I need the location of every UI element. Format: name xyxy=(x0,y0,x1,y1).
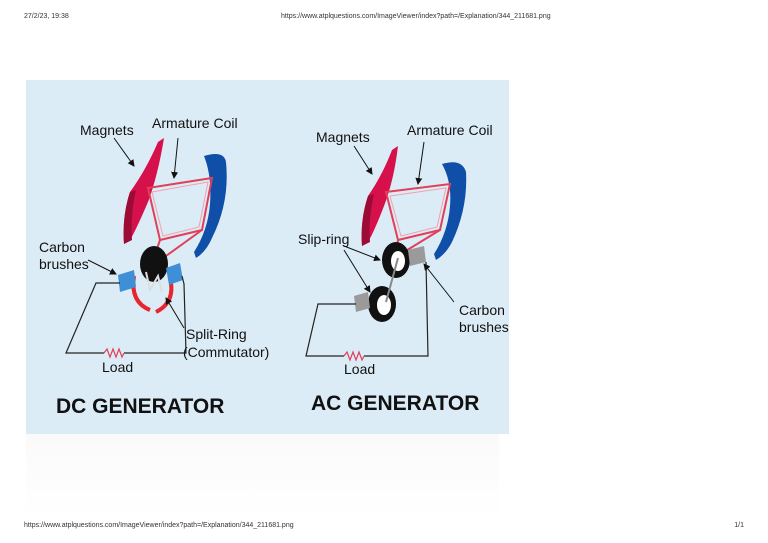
dc-circuit xyxy=(65,275,187,354)
dc-magnet-blue xyxy=(194,154,227,258)
dc-carbon-label-2: brushes xyxy=(39,256,89,272)
dc-carbon-brush-left xyxy=(118,270,136,292)
ac-carbon-brush-upper xyxy=(408,246,426,266)
print-header-url: https://www.atplquestions.com/ImageViewe… xyxy=(281,13,551,20)
dc-title: DC GENERATOR xyxy=(56,395,224,418)
ac-carbon-label-1: Carbon xyxy=(459,302,505,318)
dc-armature-label: Armature Coil xyxy=(152,115,238,131)
dc-magnets-label: Magnets xyxy=(80,122,134,138)
dc-magnet-red-edge xyxy=(123,190,136,244)
ac-circuit xyxy=(305,261,429,357)
ac-load-label: Load xyxy=(344,361,375,377)
ac-magnet-blue xyxy=(434,162,467,260)
ac-carbon-label-2: brushes xyxy=(459,319,509,335)
ac-magnet-red xyxy=(361,146,398,246)
generator-diagram: Magnets Armature Coil Carbon brushes Spl… xyxy=(26,80,509,434)
print-page-number: 1/1 xyxy=(734,522,744,529)
ac-carbon-brush-lower xyxy=(354,292,370,312)
ac-title: AC GENERATOR xyxy=(311,392,479,415)
dc-carbon-label-1: Carbon xyxy=(39,239,85,255)
dc-commutator-body xyxy=(140,246,168,282)
dc-split-label-2: (Commutator) xyxy=(183,344,269,360)
ac-armature-label: Armature Coil xyxy=(407,122,493,138)
dc-carbon-brush-right xyxy=(166,263,183,285)
dc-split-label-1: Split-Ring xyxy=(186,326,247,342)
ac-slip-label: Slip-ring xyxy=(298,231,349,247)
dc-load-label: Load xyxy=(102,359,133,375)
dc-load-resistor xyxy=(103,347,125,359)
figure-shadow xyxy=(26,434,499,518)
dc-magnet-red xyxy=(123,138,164,244)
print-datetime: 27/2/23, 19:38 xyxy=(24,13,69,20)
ac-load-resistor xyxy=(343,350,365,362)
ac-magnets-label: Magnets xyxy=(316,129,370,145)
print-footer-url: https://www.atplquestions.com/ImageViewe… xyxy=(24,522,294,529)
dc-generator: Magnets Armature Coil Carbon brushes Spl… xyxy=(39,115,269,418)
ac-generator: Magnets Armature Coil Slip-ring Carbon b… xyxy=(298,122,509,415)
